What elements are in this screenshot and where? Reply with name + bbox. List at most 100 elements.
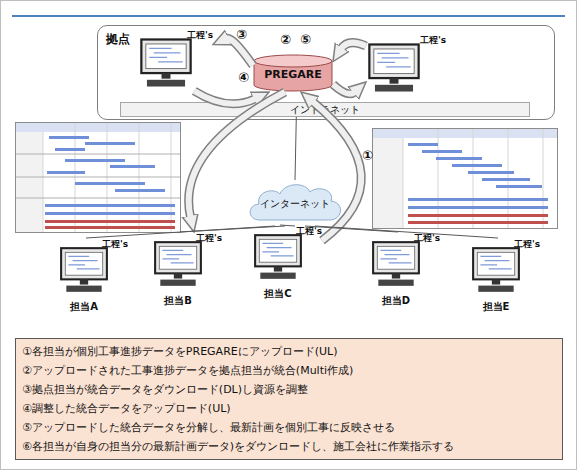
screen: [259, 239, 296, 262]
arrow-fill: [189, 92, 285, 217]
monitor-stand: [174, 273, 182, 278]
group-title: 拠点: [106, 31, 130, 48]
callout-number: ④: [238, 70, 249, 85]
connector-line: [295, 117, 296, 180]
network-label: インターネット: [245, 197, 345, 211]
gantt-header: [16, 123, 180, 132]
gantt-bar: [110, 165, 155, 168]
monitor: [373, 242, 419, 273]
keyboard: [66, 286, 101, 292]
wire: [315, 226, 498, 238]
gantt-screenshot: [16, 123, 181, 233]
screen-lines: [480, 256, 511, 268]
screen: [477, 252, 514, 275]
screen-lines: [149, 48, 183, 61]
keyboard: [160, 280, 195, 286]
computer-node: 工程's担当B: [152, 232, 222, 310]
db-node: PREGARE: [253, 54, 333, 92]
gantt-screenshot: [373, 129, 558, 229]
gantt-bar: [85, 142, 135, 145]
gantt-bar: [422, 150, 462, 153]
arrow-outline: [313, 102, 362, 241]
gantt-bar: [55, 148, 85, 151]
step-note: ②アップロードされた工事進捗データを拠点担当が統合(Multi作成): [22, 361, 556, 380]
computer-symbol: [470, 246, 522, 294]
wire: [305, 226, 398, 232]
gantt-bar: [45, 220, 175, 223]
keyboard: [378, 280, 413, 286]
gantt-bar: [115, 189, 165, 192]
keyboard: [375, 85, 413, 92]
step-note: ⑤アップロードした統合データを分解し、最新計画を個別工事に反映させる: [22, 418, 556, 437]
step-note: ①各担当が個別工事進捗データをPREGAREにアップロード(UL): [22, 342, 556, 361]
computer-node: 工程's担当E: [470, 238, 540, 316]
monitor: [255, 235, 301, 266]
computer-symbol: [138, 37, 194, 89]
screen-lines: [162, 250, 193, 262]
computer-symbol: [58, 246, 110, 294]
top-rule: [12, 15, 565, 17]
person-label: 担当C: [252, 287, 304, 301]
callout-number: ⑤: [300, 32, 311, 47]
database-label: PREGARE: [253, 68, 333, 81]
gantt-frame: [16, 123, 181, 233]
gantt-bar: [468, 171, 514, 174]
gantt-bar: [408, 198, 548, 201]
gantt-bar: [436, 157, 482, 160]
screen: [159, 246, 196, 269]
computer-node: 工程's: [366, 34, 446, 94]
computer-symbol: [366, 42, 422, 94]
computer-node: 工程's 担当A: [58, 238, 128, 316]
screen-lines: [68, 256, 99, 268]
person-label: 担当D: [370, 294, 422, 308]
gantt-bar: [45, 212, 175, 215]
file-label: 工程's: [102, 238, 128, 251]
monitor-stand: [162, 73, 171, 79]
note-box: ①各担当が個別工事進捗データをPREGAREにアップロード(UL)②アップロード…: [15, 338, 563, 460]
monitor: [473, 248, 519, 279]
gantt-bar: [408, 221, 548, 224]
monitor-stand: [392, 273, 400, 278]
gantt-bar: [408, 214, 548, 217]
callout-number: ③: [236, 27, 247, 42]
callout-number: ②: [280, 32, 291, 47]
gantt-bars: [45, 220, 175, 229]
step-note: ③拠点担当が統合データをダウンロード(DL)し資源を調整: [22, 380, 556, 399]
gantt-frame: [373, 129, 558, 229]
arrow-fill: [313, 102, 362, 241]
block-arrow: [333, 84, 355, 93]
gantt-bar: [45, 204, 175, 207]
monitor-stand: [274, 266, 282, 271]
gantt-bar: [75, 182, 145, 185]
gantt-bar: [408, 206, 548, 209]
gantt-bar: [452, 164, 502, 167]
screen-lines: [262, 243, 293, 255]
step-note: ④調整した統合データをアップロード(UL): [22, 399, 556, 418]
arrow-outline: [227, 38, 253, 65]
arrow-outline: [194, 91, 255, 104]
computer-node: 工程's: [138, 29, 213, 91]
gantt-bar: [49, 136, 89, 139]
screen-lines: [377, 53, 411, 66]
gantt-bar: [65, 159, 125, 162]
screen: [146, 44, 186, 69]
gantt-column: [16, 132, 43, 232]
connector-line: [305, 226, 398, 232]
gantt-column: [373, 138, 403, 228]
block-arrow: [341, 43, 366, 49]
base-node: 拠点工程'sPREGARE工程'sイントラネット: [97, 25, 555, 120]
block-arrow: [313, 102, 362, 241]
connector-line: [180, 226, 285, 232]
screen: [377, 246, 414, 269]
arrow-outline: [333, 84, 355, 93]
connector-line: [315, 226, 498, 238]
arrow-fill: [333, 84, 355, 93]
gantt-bar: [482, 178, 530, 181]
monitor-stand: [80, 279, 88, 284]
person-label: 担当A: [58, 300, 110, 314]
screen: [374, 49, 414, 74]
file-label: 工程's: [187, 29, 213, 42]
monitor-stand: [492, 279, 500, 284]
